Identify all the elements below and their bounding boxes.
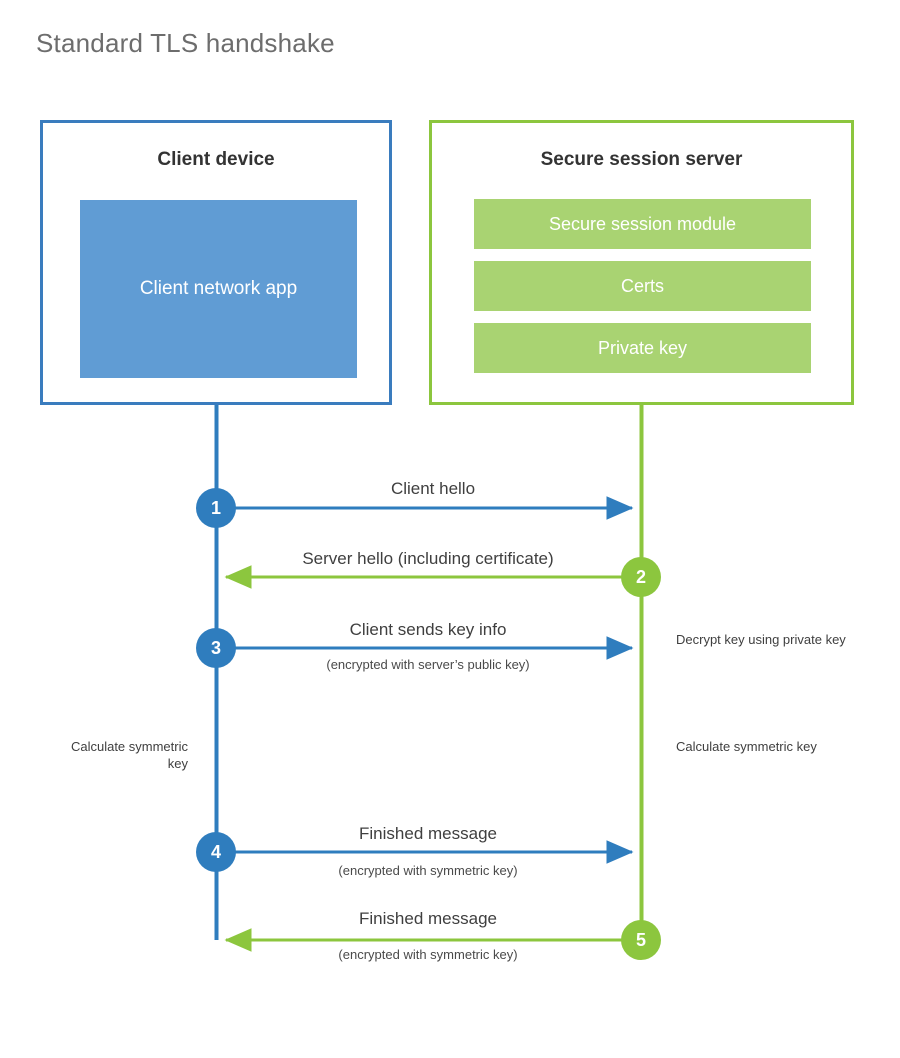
- secure-session-server-box: Secure session server Secure session mod…: [429, 120, 854, 405]
- step-marker-2[interactable]: 2: [621, 557, 661, 597]
- step-label-2: Server hello (including certificate): [302, 549, 554, 568]
- annotation-client-calculate-symmetric-key: Calculate symmetric key: [70, 739, 188, 771]
- server-module-private-key: Private key: [474, 323, 811, 373]
- page-title: Standard TLS handshake: [36, 28, 335, 58]
- step-sublabel-4: (encrypted with symmetric key): [338, 863, 518, 878]
- step-sublabel-3: (encrypted with server’s public key): [326, 657, 530, 672]
- server-module-certs: Certs: [474, 261, 811, 311]
- annotation-server-calculate-symmetric-key: Calculate symmetric key: [676, 739, 817, 754]
- step-sublabel-5: (encrypted with symmetric key): [338, 947, 518, 962]
- step-marker-5[interactable]: 5: [621, 920, 661, 960]
- step-label-3: Client sends key info: [349, 620, 507, 639]
- step-marker-4[interactable]: 4: [196, 832, 236, 872]
- step-label-1: Client hello: [390, 479, 476, 498]
- step-label-4: Finished message: [359, 824, 497, 843]
- step-marker-1[interactable]: 1: [196, 488, 236, 528]
- annotation-decrypt-key: Decrypt key using private key: [676, 632, 846, 647]
- client-device-box: Client device Client network app: [40, 120, 392, 405]
- client-network-app-block: Client network app: [80, 200, 357, 378]
- secure-session-server-title: Secure session server: [540, 149, 743, 170]
- client-device-title: Client device: [157, 149, 275, 170]
- step-marker-3[interactable]: 3: [196, 628, 236, 668]
- step-label-5: Finished message: [359, 909, 497, 928]
- server-module-secure-session-module: Secure session module: [474, 199, 811, 249]
